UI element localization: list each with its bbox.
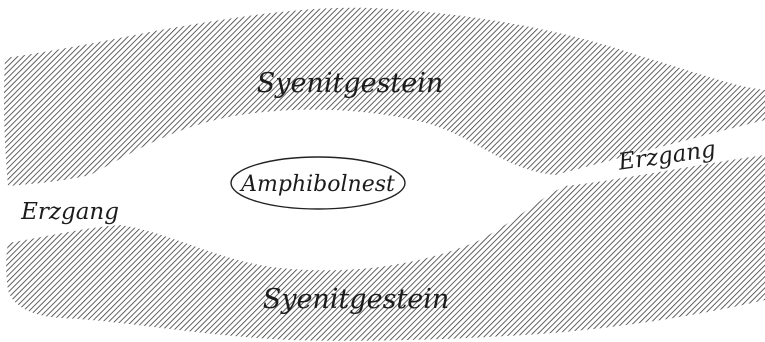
label-erzgang-left: Erzgang: [20, 199, 119, 225]
label-syenitgestein-top: Syenitgestein: [257, 68, 444, 99]
label-syenitgestein-bottom: Syenitgestein: [263, 284, 450, 315]
label-amphibolnest: Amphibolnest: [239, 172, 395, 197]
